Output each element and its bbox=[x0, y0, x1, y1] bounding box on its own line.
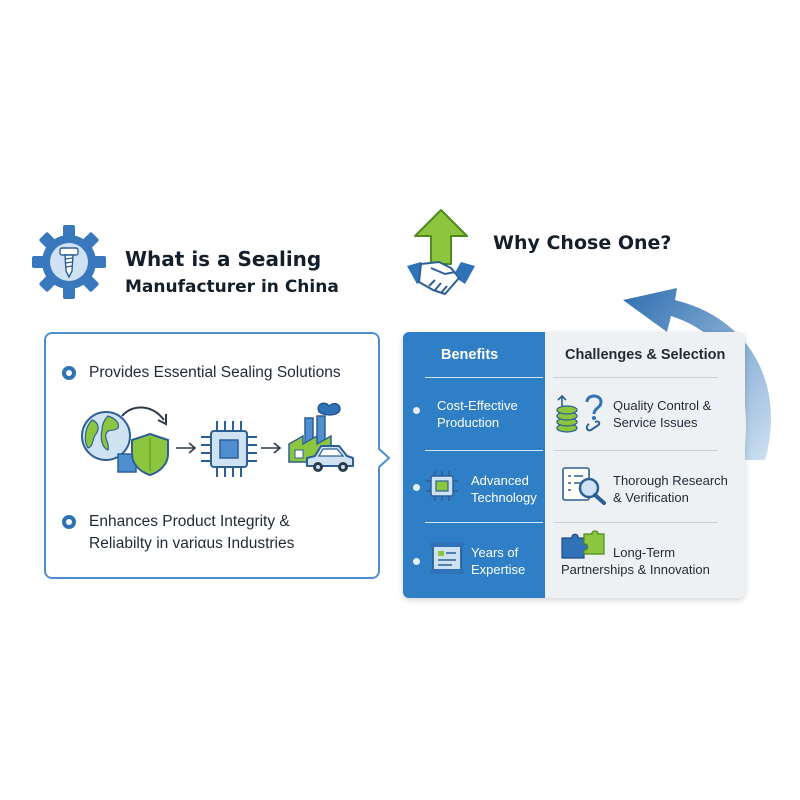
benefit-2-line2: Technology bbox=[471, 490, 537, 505]
left-title-line1: What is a Sealing bbox=[125, 247, 322, 271]
benefits-column bbox=[403, 332, 545, 598]
benefit-1: Cost-Effective Production bbox=[437, 397, 518, 431]
arrow-right-1-icon bbox=[176, 442, 197, 454]
bullet-2 bbox=[62, 515, 76, 529]
arrow-right-2-icon bbox=[261, 442, 282, 454]
benefits-divider-1 bbox=[425, 377, 543, 378]
curve-arrow-small-icon bbox=[121, 406, 167, 426]
row-1-dot bbox=[413, 407, 420, 414]
bullet-2-text: Enhances Product Integrity & Reliabilty … bbox=[89, 511, 294, 555]
chip-icon bbox=[426, 471, 458, 501]
shield-icon bbox=[117, 432, 169, 476]
challenge-1-line1: Quality Control & bbox=[613, 398, 712, 413]
gear-screw-icon bbox=[32, 225, 106, 299]
bullet-2-line2: Reliabilty in variαus Industries bbox=[89, 535, 295, 552]
challenge-3-line1: Long-Term bbox=[613, 545, 676, 560]
challenge-3-line2: Partnerships & Innovation bbox=[561, 562, 710, 577]
left-title-line2: Manufacturer in China bbox=[125, 277, 339, 297]
card-pointer bbox=[378, 447, 391, 469]
challenge-2: Thorough Research & Verification bbox=[613, 472, 728, 506]
challenges-divider-1 bbox=[553, 377, 718, 378]
challenge-3: Long-Term Partnerships & Innovation bbox=[561, 544, 710, 578]
left-title: What is a Sealing Manufacturer in China bbox=[125, 247, 339, 297]
challenges-divider-3 bbox=[553, 522, 718, 523]
challenge-1: Quality Control & Service Issues bbox=[613, 397, 711, 431]
benefit-2: Advanced Technology bbox=[471, 472, 537, 506]
coins-icon bbox=[556, 394, 578, 433]
benefits-divider-3 bbox=[425, 522, 543, 523]
benefits-divider-2 bbox=[425, 450, 543, 451]
bullet-1 bbox=[62, 366, 76, 380]
bullet-1-text: Provides Essential Sealing Solutions bbox=[89, 364, 341, 381]
row-3-dot bbox=[413, 558, 420, 565]
benefit-3-line2: Expertise bbox=[471, 562, 526, 577]
right-title: Why Chose One? bbox=[493, 232, 672, 254]
bullet-2-line1: Enhances Product Integrity & bbox=[89, 513, 290, 530]
challenge-1-line2: Service Issues bbox=[613, 415, 698, 430]
benefits-header: Benefits bbox=[441, 347, 499, 363]
certificate-icon bbox=[430, 542, 464, 574]
question-icon bbox=[585, 394, 603, 432]
handshake-icon bbox=[407, 261, 475, 295]
benefit-3: Years of Expertise bbox=[471, 544, 525, 578]
row-2-dot bbox=[413, 484, 420, 491]
microchip-icon bbox=[201, 421, 257, 477]
benefit-2-line1: Advanced bbox=[471, 473, 529, 488]
challenges-header: Challenges & Selection bbox=[565, 347, 726, 363]
car-icon bbox=[306, 445, 354, 472]
why-panel: Benefits Challenges & Selection Cost-Eff… bbox=[403, 332, 745, 598]
magnifier-checklist-icon bbox=[562, 467, 606, 505]
challenge-2-line2: & Verification bbox=[613, 490, 689, 505]
challenges-divider-2 bbox=[553, 450, 718, 451]
benefit-3-line1: Years of bbox=[471, 545, 519, 560]
curved-arrow-icon bbox=[623, 288, 771, 460]
benefit-1-line1: Cost-Effective bbox=[437, 398, 518, 413]
challenge-2-line1: Thorough Research bbox=[613, 473, 728, 488]
puzzle-icon bbox=[561, 530, 605, 559]
globe-icon bbox=[81, 411, 131, 461]
benefit-1-line2: Production bbox=[437, 415, 500, 430]
